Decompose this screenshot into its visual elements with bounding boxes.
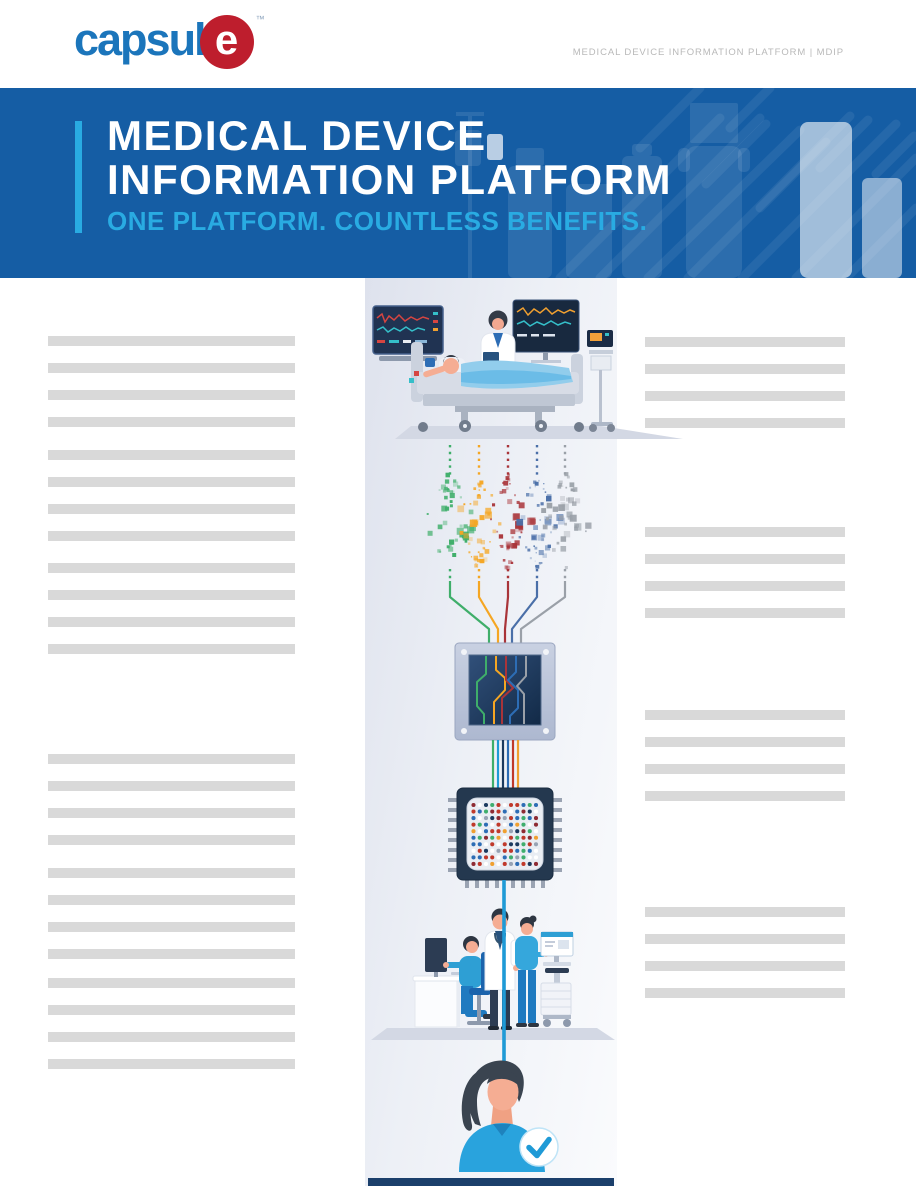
medical-device-silhouettes: [455, 103, 902, 278]
device-data-streams: [426, 445, 592, 646]
text-line-bar: [48, 563, 295, 573]
text-line-bar: [48, 1005, 295, 1015]
desk: [412, 938, 470, 1028]
care-team-scene: [371, 908, 615, 1040]
text-line-bar: [48, 417, 295, 427]
text-line-bar: [48, 590, 295, 600]
data-stream: [426, 445, 491, 646]
patient-monitor-left: [372, 305, 444, 361]
capsule-logo: capsul e ™: [74, 10, 265, 70]
chip-dot-grid: [471, 802, 539, 866]
patient-monitor-right: [512, 299, 580, 363]
checkmark-icon: [526, 1136, 552, 1159]
page-title-line1: MEDICAL DEVICE: [107, 112, 487, 159]
trademark-symbol: ™: [255, 14, 265, 24]
page-title-line2: INFORMATION PLATFORM: [107, 156, 673, 203]
connectivity-chip: [454, 642, 556, 741]
text-line-bar: [645, 791, 845, 801]
text-line-bar: [48, 336, 295, 346]
text-line-bar: [48, 450, 295, 460]
text-line-bar: [48, 922, 295, 932]
avatar-face: [487, 1073, 519, 1111]
text-line-bar: [48, 363, 295, 373]
left-text-column: [48, 0, 295, 1186]
text-line-bar: [645, 554, 845, 564]
bedside-scene: [372, 299, 683, 439]
footer-bar: [368, 1178, 614, 1186]
text-line-bar: [48, 1059, 295, 1069]
text-line-bar: [48, 781, 295, 791]
text-line-bar: [48, 808, 295, 818]
right-text-column: [645, 0, 845, 1186]
text-line-bar: [48, 835, 295, 845]
data-stream: [519, 445, 592, 646]
desktop-monitor: [425, 938, 447, 972]
text-line-bar: [48, 644, 295, 654]
diagonal-stripes-pattern: [555, 88, 916, 278]
text-line-bar: [645, 934, 845, 944]
page-title: MEDICAL DEVICE INFORMATION PLATFORM: [107, 114, 672, 202]
patient: [409, 355, 573, 389]
hero-banner: MEDICAL DEVICE INFORMATION PLATFORM ONE …: [0, 88, 916, 278]
logo-e-badge: e: [199, 14, 254, 69]
title-accent-bar: [75, 121, 82, 233]
logo-wordmark: capsul: [74, 14, 207, 65]
text-line-bar: [48, 531, 295, 541]
text-line-bar: [645, 608, 845, 618]
page-subtitle: ONE PLATFORM. COUNTLESS BENEFITS.: [107, 206, 648, 236]
text-line-bar: [48, 1032, 295, 1042]
text-line-bar: [48, 949, 295, 959]
avatar-ponytail: [461, 1072, 483, 1131]
processing-chip: [448, 787, 562, 888]
text-line-bar: [645, 337, 845, 347]
text-line-bar: [645, 418, 845, 428]
avatar-neck: [491, 1106, 513, 1126]
text-line-bar: [645, 391, 845, 401]
doctor: [484, 908, 520, 1030]
text-line-bar: [48, 754, 295, 764]
chip-link-wires: [491, 740, 520, 789]
data-stream: [457, 445, 502, 646]
clinician-avatar: [459, 1060, 559, 1172]
text-line-bar: [645, 907, 845, 917]
text-line-bar: [48, 868, 295, 878]
platform-illustration-graphic: [368, 299, 683, 1186]
floor-platform: [371, 1028, 615, 1040]
text-line-bar: [48, 617, 295, 627]
text-line-bar: [645, 527, 845, 537]
text-line-bar: [645, 581, 845, 591]
text-line-bar: [645, 364, 845, 374]
page-header: capsul e ™ MEDICAL DEVICE INFORMATION PL…: [0, 0, 916, 88]
workstation-cart: [540, 931, 574, 1027]
product-label: MEDICAL DEVICE INFORMATION PLATFORM | MD…: [572, 47, 844, 58]
avatar-collar: [493, 1124, 511, 1136]
text-line-bar: [645, 988, 845, 998]
text-line-bar: [645, 961, 845, 971]
text-line-bar: [645, 710, 845, 720]
text-line-bar: [645, 737, 845, 747]
center-illustration-panel: [365, 278, 683, 1186]
text-line-bar: [48, 390, 295, 400]
data-stream: [490, 445, 536, 646]
text-line-bar: [48, 477, 295, 487]
text-line-bar: [48, 504, 295, 514]
device-silhouettes-graphic: [455, 88, 916, 278]
approval-badge: [519, 1127, 559, 1167]
text-line-bar: [48, 895, 295, 905]
chip-pins: [448, 798, 562, 888]
text-line-bar: [645, 764, 845, 774]
chip-circuit-traces: [476, 656, 527, 724]
vitals-cart: [587, 330, 615, 432]
text-line-bar: [48, 978, 295, 988]
seated-nurse: [443, 936, 493, 1025]
avatar-fringe: [487, 1070, 519, 1086]
